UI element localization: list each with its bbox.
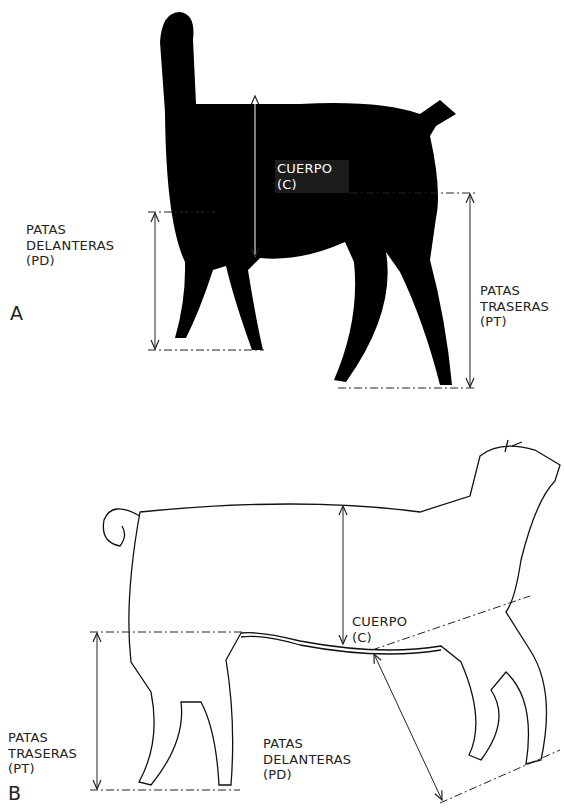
dimension-lines [90, 506, 560, 803]
llama-outline [103, 440, 560, 785]
dimension-label: CUERPO (C) [275, 160, 349, 193]
dimension-lines [148, 96, 476, 388]
llama-silhouette [160, 12, 456, 385]
dimension-label: PATAS TRASERAS (PT) [480, 283, 560, 330]
dimension-label: PATAS TRASERAS (PT) [8, 730, 88, 777]
figure-letter: A [10, 302, 40, 325]
figure-letter: B [8, 782, 38, 805]
dimension-label: CUERPO (C) [352, 614, 422, 645]
dimension-label: PATAS DELANTERAS (PD) [26, 222, 126, 269]
dimension-label: PATAS DELANTERAS (PD) [263, 736, 363, 783]
